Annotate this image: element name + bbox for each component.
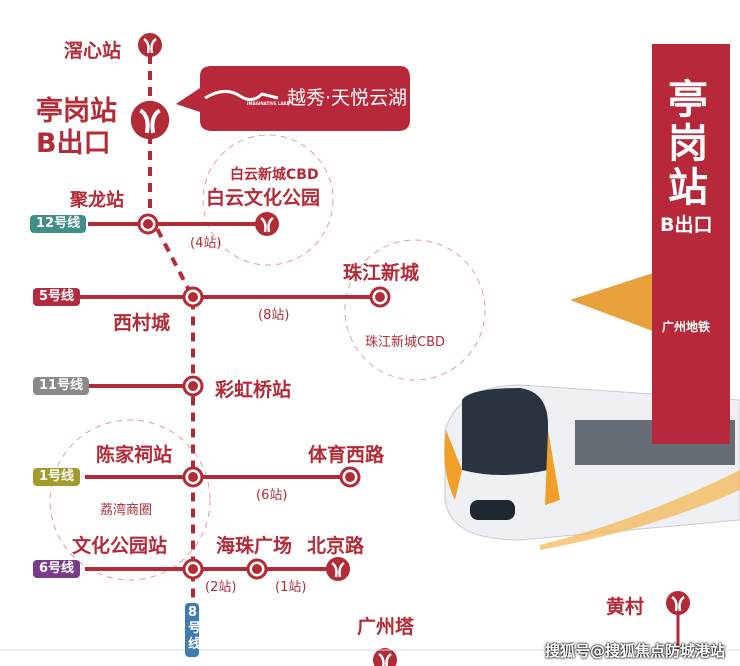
metro-logo-icon xyxy=(371,646,399,666)
badge-line-8: 8号线 xyxy=(185,603,199,657)
callout-logo-text: IMAGINATIVE LAKE xyxy=(247,101,290,106)
metro-logo-icon xyxy=(664,589,692,617)
station-baiyun-park: 白云文化公园 xyxy=(206,187,321,209)
station-ring-icon xyxy=(182,466,204,488)
badge-line-6: 6号线 xyxy=(33,560,81,578)
zhujiang-area-circle xyxy=(344,239,486,381)
station-ring-icon xyxy=(182,558,204,580)
station-haizhu: 海珠广场 xyxy=(216,535,293,557)
station-ring-icon xyxy=(137,213,159,235)
wave-logo-icon xyxy=(204,90,279,101)
badge-line-12: 12号线 xyxy=(30,215,87,233)
count-line6b: (1站) xyxy=(275,580,307,595)
count-line12: (4站) xyxy=(190,236,222,251)
area-liwan: 荔湾商圈 xyxy=(100,503,153,518)
badge-line-11: 11号线 xyxy=(33,377,90,395)
station-tiyuxilu: 体育西路 xyxy=(308,444,385,466)
station-zhujiang: 珠江新城 xyxy=(343,262,420,284)
guangzhou-metro-logo-icon: ⋎ xyxy=(672,270,695,303)
station-ring-icon xyxy=(182,375,204,397)
station-caihongqiao: 彩虹桥站 xyxy=(215,379,292,401)
banner-metro: 广州地铁 xyxy=(662,320,711,334)
metro-logo-icon xyxy=(324,555,352,583)
station-beijinglu: 北京路 xyxy=(307,535,365,557)
area-zhujiang-cbd: 珠江新城CBD xyxy=(365,335,446,350)
banner-title: 亭岗站 xyxy=(668,77,708,211)
station-ring-icon xyxy=(246,558,268,580)
metro-logo-icon xyxy=(131,101,169,139)
watermark: 搜狐号@搜狐焦点防城港站 xyxy=(545,642,726,660)
metro-logo-icon xyxy=(136,31,164,59)
station-ring-icon xyxy=(369,286,391,308)
station-julong: 聚龙站 xyxy=(70,190,124,211)
badge-line-1: 1号线 xyxy=(33,468,81,486)
station-wenhuagongyuan: 文化公园站 xyxy=(72,535,168,557)
metro-logo-icon xyxy=(253,210,281,238)
liwan-area-circle xyxy=(49,419,211,581)
station-xicun: 西村城 xyxy=(113,312,171,334)
count-line5: (8站) xyxy=(258,308,290,323)
banner-exit: B出口 xyxy=(660,214,713,236)
station-ring-icon xyxy=(182,286,204,308)
callout-bubble xyxy=(176,66,410,131)
station-tinggang: 亭岗站 xyxy=(36,96,117,127)
count-line1: (6站) xyxy=(256,488,288,503)
area-baiyun-cbd: 白云新城CBD xyxy=(230,167,319,183)
callout-brand: 越秀·天悦云湖 xyxy=(287,87,408,109)
station-tinggang-exit: B出口 xyxy=(36,128,111,159)
station-guangzhouta: 广州塔 xyxy=(357,616,415,638)
station-huangcun: 黄村 xyxy=(606,596,645,618)
baiyun-area-circle xyxy=(202,134,334,266)
badge-line-5: 5号线 xyxy=(33,288,81,306)
station-banner xyxy=(652,44,730,444)
station-ring-icon xyxy=(339,466,361,488)
count-line6a: (2站) xyxy=(205,580,237,595)
station-jiaoxin: 滘心站 xyxy=(64,40,122,62)
station-chenjiaci: 陈家祠站 xyxy=(96,444,173,466)
